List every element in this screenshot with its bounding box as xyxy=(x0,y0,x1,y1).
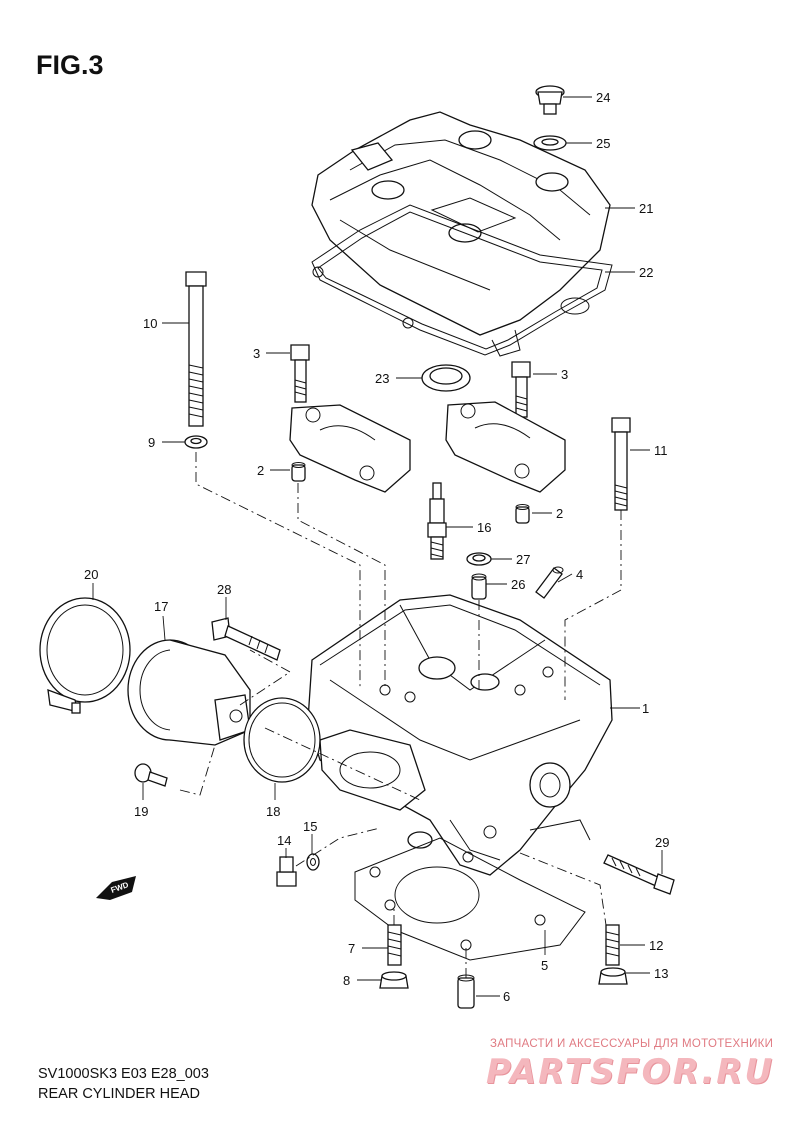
callout-3b: 3 xyxy=(561,367,568,382)
spark-plug[interactable] xyxy=(427,482,447,560)
model-code: SV1000SK3 E03 E28_003 xyxy=(38,1066,209,1082)
intake-screw[interactable] xyxy=(134,763,168,787)
callout-24: 24 xyxy=(596,90,610,105)
callout-16: 16 xyxy=(477,520,491,535)
callout-25: 25 xyxy=(596,136,610,151)
callout-4: 4 xyxy=(576,567,583,582)
cover-gasket[interactable] xyxy=(311,204,613,356)
callout-6: 6 xyxy=(503,989,510,1004)
forward-direction-badge: FWD xyxy=(96,876,136,900)
assembly-guide-lines xyxy=(179,452,622,978)
oil-seal-small[interactable] xyxy=(466,552,492,566)
stud-right[interactable] xyxy=(605,924,620,966)
callout-15: 15 xyxy=(303,819,317,834)
intake-pipe[interactable] xyxy=(127,639,251,746)
dowel-pin-bottom[interactable] xyxy=(457,974,475,1009)
callout-19: 19 xyxy=(134,804,148,819)
cylinder-head-cover[interactable] xyxy=(311,111,611,357)
figure-title: FIG.3 xyxy=(36,50,104,80)
long-bolt-washer[interactable] xyxy=(184,435,208,449)
callout-5: 5 xyxy=(541,958,548,973)
callout-21: 21 xyxy=(639,201,653,216)
callout-8: 8 xyxy=(343,973,350,988)
dowel-pin-right[interactable] xyxy=(515,504,530,524)
cylinder-head[interactable] xyxy=(307,594,613,876)
callout-29: 29 xyxy=(655,835,669,850)
stud-left[interactable] xyxy=(387,924,402,966)
intake-bolt[interactable] xyxy=(211,617,281,661)
cover-bolt-washer[interactable] xyxy=(533,135,567,151)
watermark-tagline: ЗАПЧАСТИ И АКСЕССУАРЫ ДЛЯ МОТОТЕХНИКИ xyxy=(490,1038,774,1050)
camshaft-holder-right[interactable] xyxy=(445,401,566,493)
long-head-bolt[interactable] xyxy=(185,271,207,427)
callout-17: 17 xyxy=(154,599,168,614)
callout-18: 18 xyxy=(266,804,280,819)
callout-20: 20 xyxy=(84,567,98,582)
callout-27: 27 xyxy=(516,552,530,567)
camshaft-holder-bolt-left[interactable] xyxy=(290,344,310,403)
head-bolt-right[interactable] xyxy=(611,417,631,511)
callout-26: 26 xyxy=(511,577,525,592)
callout-14: 14 xyxy=(277,833,291,848)
callout-7: 7 xyxy=(348,941,355,956)
intake-clamp[interactable] xyxy=(39,597,131,714)
camshaft-holder-left[interactable] xyxy=(289,404,411,493)
nut-left[interactable] xyxy=(379,971,409,989)
side-bolt[interactable] xyxy=(603,854,675,895)
plug-hole-seal[interactable] xyxy=(421,364,471,392)
section-name: REAR CYLINDER HEAD xyxy=(38,1086,200,1102)
small-bolt[interactable] xyxy=(276,856,297,887)
callout-2b: 2 xyxy=(556,506,563,521)
callout-13: 13 xyxy=(654,966,668,981)
small-washer[interactable] xyxy=(306,853,320,871)
callout-1: 1 xyxy=(642,701,649,716)
callout-9: 9 xyxy=(148,435,155,450)
dowel-pin-left[interactable] xyxy=(291,462,306,482)
nut-right[interactable] xyxy=(598,967,628,985)
intake-o-ring[interactable] xyxy=(243,697,321,783)
camshaft-holder-bolt-right[interactable] xyxy=(511,361,531,418)
callout-11: 11 xyxy=(654,443,668,458)
cover-bolt[interactable] xyxy=(535,85,565,115)
cylinder-head-gasket[interactable] xyxy=(354,837,586,961)
dowel-pin-center[interactable] xyxy=(471,573,487,600)
callout-12: 12 xyxy=(649,938,663,953)
callout-labels: 1 2 2 3 3 4 5 6 7 8 9 10 11 12 13 14 15 … xyxy=(84,90,669,1004)
callout-2a: 2 xyxy=(257,463,264,478)
oil-jet[interactable] xyxy=(535,566,564,599)
watermark-logo: PARTSFOR.RU xyxy=(486,1052,775,1092)
callout-22: 22 xyxy=(639,265,653,280)
callout-leaders xyxy=(92,96,663,997)
callout-23: 23 xyxy=(375,371,389,386)
callout-3a: 3 xyxy=(253,346,260,361)
callout-10: 10 xyxy=(143,316,157,331)
callout-28: 28 xyxy=(217,582,231,597)
